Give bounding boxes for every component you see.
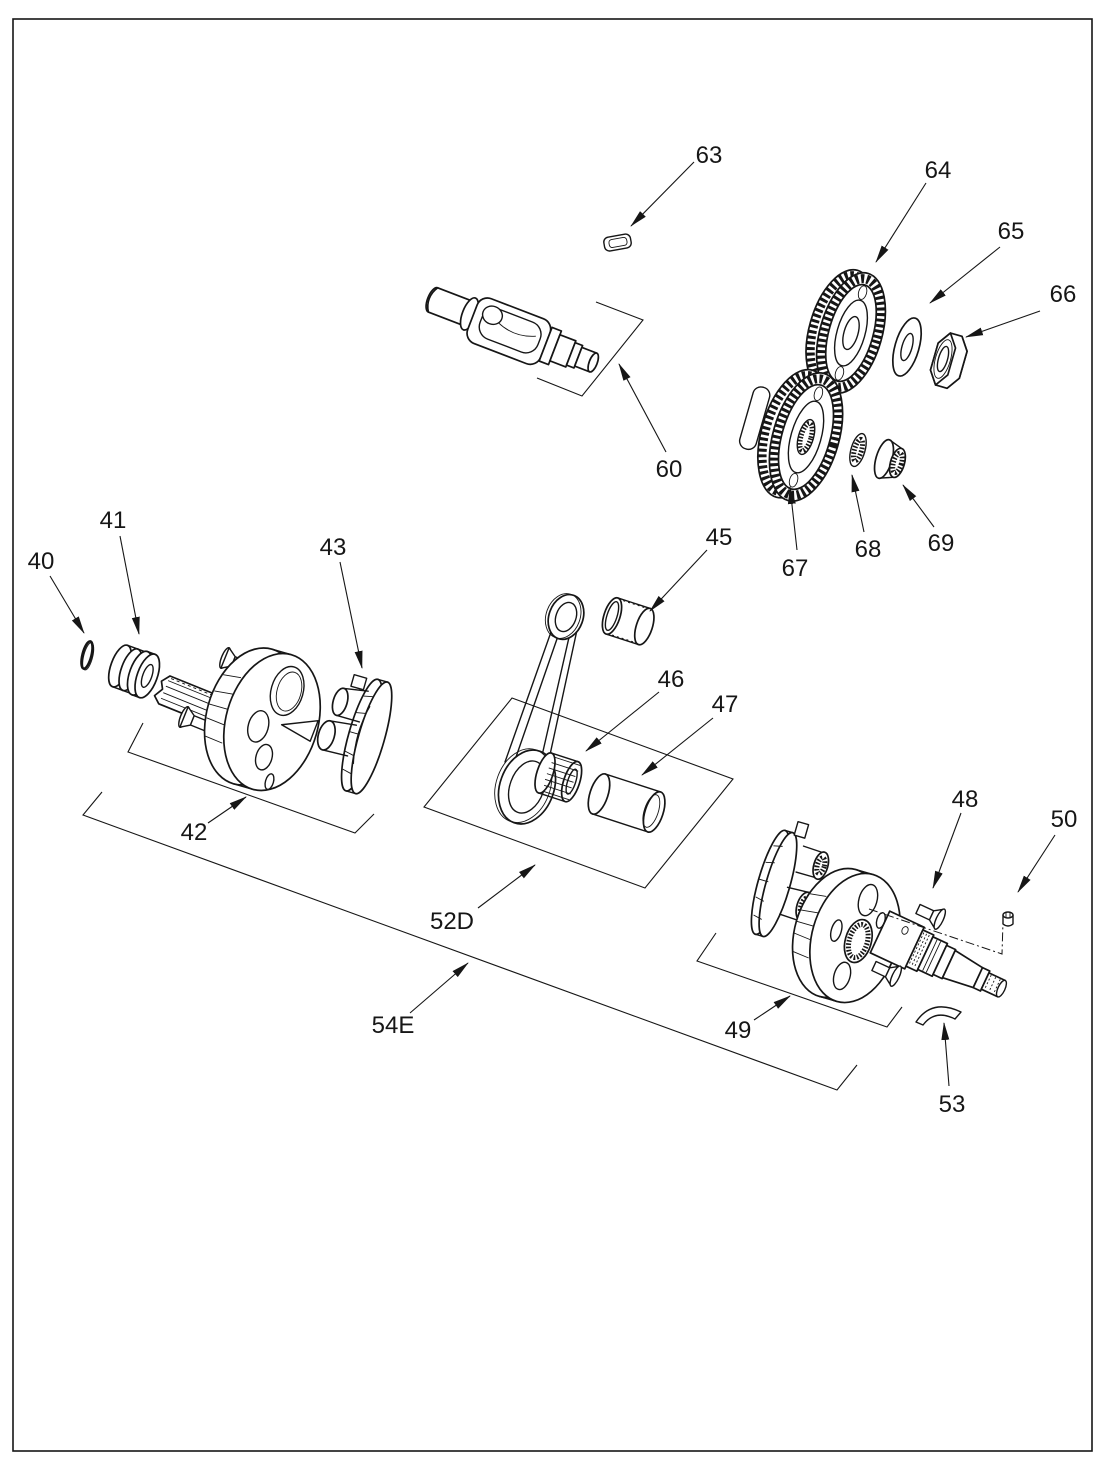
leader-66 bbox=[965, 310, 1041, 338]
part-45-bushing bbox=[601, 596, 655, 646]
leader-54e bbox=[409, 962, 469, 1014]
part-66-hex-nut bbox=[929, 332, 968, 390]
callout-63: 63 bbox=[696, 142, 723, 169]
part-46-needle-bearing bbox=[534, 752, 583, 803]
callout-52d: 52D bbox=[430, 908, 474, 935]
callout-54e: 54E bbox=[372, 1012, 415, 1039]
callout-67: 67 bbox=[782, 555, 809, 582]
pin-50-position-line bbox=[868, 908, 1004, 955]
part-53-woodruff-key bbox=[915, 1006, 962, 1026]
part-41-washer-stack bbox=[107, 644, 161, 699]
callout-49: 49 bbox=[725, 1017, 752, 1044]
callout-64: 64 bbox=[925, 157, 952, 184]
leader-68 bbox=[851, 474, 865, 533]
leader-45 bbox=[649, 549, 708, 612]
part-48-bolt bbox=[915, 903, 947, 930]
callout-40: 40 bbox=[28, 548, 55, 575]
page-border bbox=[12, 18, 1093, 1452]
part-64-gear bbox=[805, 268, 887, 395]
part-43-counterweight bbox=[316, 673, 393, 795]
leader-64 bbox=[875, 182, 927, 263]
callout-66: 66 bbox=[1050, 281, 1077, 308]
callout-60: 60 bbox=[656, 456, 683, 483]
part-65-washer bbox=[891, 317, 923, 377]
leader-48 bbox=[932, 812, 962, 889]
leader-42 bbox=[207, 796, 247, 824]
part-42-crank-web bbox=[203, 647, 322, 792]
part-40-snap-ring bbox=[80, 640, 95, 671]
leader-40 bbox=[49, 575, 85, 634]
bracket-54e bbox=[82, 791, 858, 1091]
bracket-60 bbox=[536, 301, 644, 397]
callout-47: 47 bbox=[712, 691, 739, 718]
leader-53 bbox=[941, 1022, 950, 1087]
callout-65: 65 bbox=[998, 218, 1025, 245]
leader-46 bbox=[585, 691, 660, 752]
leader-52d bbox=[477, 864, 536, 909]
callout-45: 45 bbox=[706, 524, 733, 551]
callout-53: 53 bbox=[939, 1091, 966, 1118]
callout-46: 46 bbox=[658, 666, 685, 693]
part-49-bolt bbox=[871, 960, 903, 987]
leader-50 bbox=[1017, 834, 1056, 893]
leader-69 bbox=[902, 484, 935, 528]
part-68-lock-washer bbox=[849, 432, 867, 468]
callout-48: 48 bbox=[952, 786, 979, 813]
bracket-52d bbox=[423, 697, 734, 889]
bracket-49 bbox=[696, 932, 903, 1028]
leader-60 bbox=[618, 363, 667, 453]
bracket-42 bbox=[127, 722, 375, 834]
leader-49 bbox=[753, 995, 791, 1021]
leader-43 bbox=[339, 561, 363, 669]
part-67-gear bbox=[738, 368, 844, 502]
callout-69: 69 bbox=[928, 530, 955, 557]
leader-67 bbox=[787, 486, 798, 551]
part-49-counterweight bbox=[750, 820, 830, 938]
callout-41: 41 bbox=[100, 507, 127, 534]
part-69-flange-nut bbox=[873, 438, 907, 480]
part-47-crank-pin bbox=[587, 772, 666, 833]
callout-42: 42 bbox=[181, 819, 208, 846]
leader-41 bbox=[119, 535, 140, 635]
callout-68: 68 bbox=[855, 536, 882, 563]
part-63-key bbox=[603, 233, 632, 252]
leader-63 bbox=[630, 161, 695, 227]
part-49-shaft bbox=[869, 910, 1008, 998]
callout-43: 43 bbox=[320, 534, 347, 561]
leader-65 bbox=[929, 246, 1001, 304]
part-50-pin bbox=[1002, 911, 1014, 927]
part-60-balancer-shaft bbox=[425, 286, 600, 373]
callout-50: 50 bbox=[1051, 806, 1078, 833]
leader-47 bbox=[641, 717, 714, 776]
